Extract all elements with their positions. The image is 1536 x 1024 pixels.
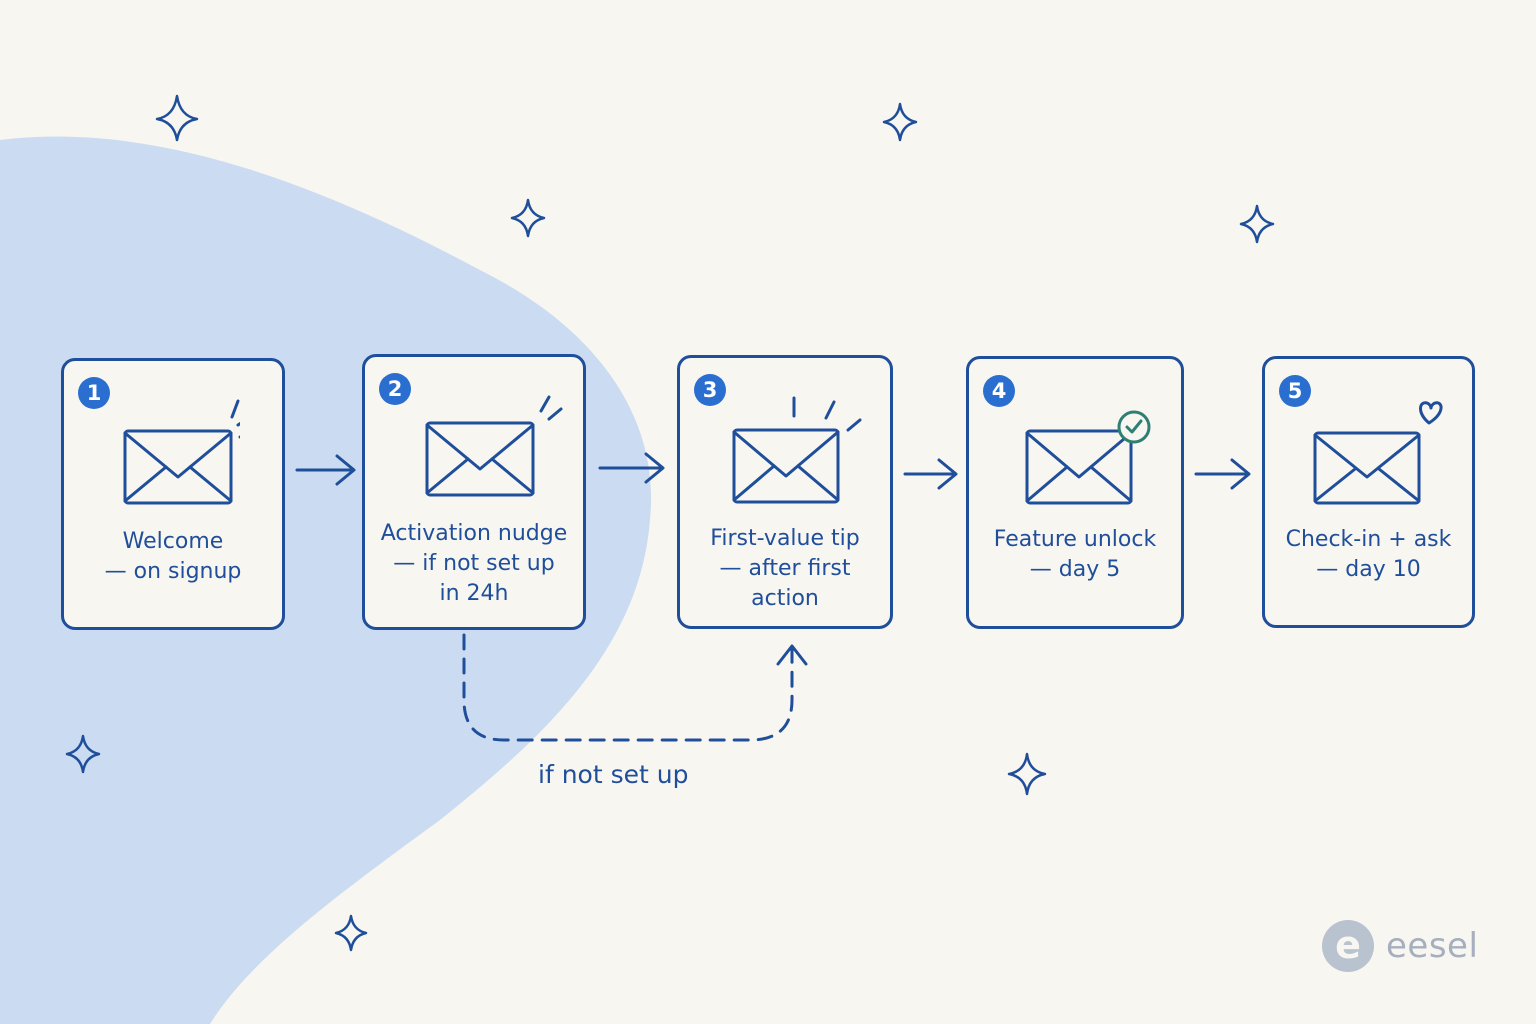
arrow-right-icon xyxy=(1194,458,1251,490)
arrow-right-icon xyxy=(598,452,665,484)
step-number-badge: 3 xyxy=(694,374,726,406)
check-circle-icon xyxy=(1117,410,1151,444)
step-card-3: 3 First-value tip — after first action xyxy=(677,355,893,629)
arrow-right-icon xyxy=(295,454,356,486)
dashed-connector xyxy=(462,633,794,742)
sparkle-icon xyxy=(510,198,546,238)
step-card-2: 2 Activation nudge — if not set up in 24… xyxy=(362,354,586,630)
step-number-badge: 2 xyxy=(379,373,411,405)
sparkle-icon xyxy=(155,94,199,142)
step-label: Check-in + ask — day 10 xyxy=(1285,527,1452,582)
sparkle-lines-icon xyxy=(792,396,862,432)
sparkle-lines-icon xyxy=(230,399,240,439)
logo-mark-icon: e xyxy=(1322,920,1374,972)
heart-icon xyxy=(1419,401,1443,425)
envelope-icon xyxy=(425,395,563,497)
envelope-icon xyxy=(123,399,240,505)
sparkle-lines-icon xyxy=(539,395,563,421)
sparkles xyxy=(65,94,1275,952)
step-label: First-value tip — after first action xyxy=(710,526,860,611)
envelope-icon xyxy=(732,396,862,504)
eesel-logo: e eesel xyxy=(1322,920,1478,972)
sparkle-icon xyxy=(1239,204,1275,244)
sparkle-icon xyxy=(882,102,918,142)
step-card-1: 1 Welcome — on signup xyxy=(61,358,285,630)
envelope-icon xyxy=(1025,410,1151,505)
step-number-badge: 5 xyxy=(1279,375,1311,407)
logo-text: eesel xyxy=(1386,926,1479,966)
arrow-right-icon xyxy=(903,458,958,490)
step-label: Welcome — on signup xyxy=(104,529,242,584)
step-card-5: 5 Check-in + ask — day 10 xyxy=(1262,356,1475,628)
sparkle-icon xyxy=(65,734,101,774)
step-label: Feature unlock — day 5 xyxy=(993,527,1157,582)
arrow-up-icon xyxy=(776,644,808,666)
step-label: Activation nudge — if not set up in 24h xyxy=(380,521,568,606)
sparkle-icon xyxy=(334,914,368,952)
sparkle-icon xyxy=(1007,752,1047,796)
step-number-badge: 4 xyxy=(983,375,1015,407)
connector-label: if not set up xyxy=(538,760,689,789)
envelope-icon xyxy=(1313,401,1443,505)
step-number-badge: 1 xyxy=(78,377,110,409)
step-card-4: 4 Feature unlock — day 5 xyxy=(966,356,1184,629)
